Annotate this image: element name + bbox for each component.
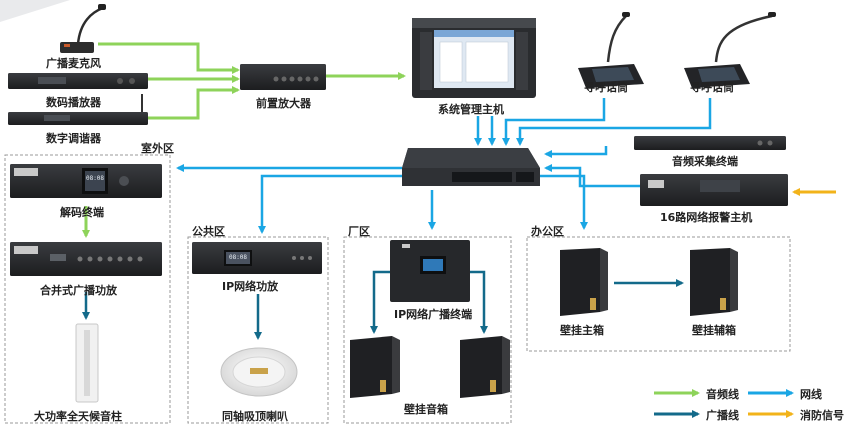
- digital-tuner: [8, 94, 148, 125]
- system-host: [412, 18, 536, 98]
- zone-public-label: 公共区: [192, 225, 225, 238]
- wall-aux-speaker: [690, 248, 738, 316]
- corner-decoration: [0, 0, 70, 22]
- zone-factory-box: [343, 236, 512, 424]
- label-mixer-amp: 合并式广播功放: [40, 284, 117, 297]
- mixer-amplifier: [10, 242, 162, 276]
- digital-player: [8, 73, 148, 89]
- ceiling-speaker: [220, 347, 298, 397]
- label-digital-tuner: 数字调谐器: [46, 132, 101, 145]
- net-line-paging2: [516, 98, 712, 146]
- net-line-public: [258, 174, 402, 234]
- label-decoder: 解码终端: [60, 206, 104, 219]
- wall-speaker-right: [460, 336, 510, 398]
- label-ceiling-speaker: 同轴吸顶喇叭: [222, 410, 288, 423]
- zone-outdoor-label: 室外区: [141, 142, 174, 155]
- paging-mic-1: [578, 12, 644, 88]
- wall-speaker-left: [350, 336, 400, 398]
- label-paging-mic-2: 寻呼话筒: [690, 81, 734, 94]
- ip-broadcast-terminal: [390, 240, 470, 302]
- column-speaker: [75, 323, 99, 403]
- label-wall-aux: 壁挂辅箱: [692, 324, 736, 337]
- label-wall-speakers: 壁挂音箱: [404, 403, 448, 416]
- label-pre-amplifier: 前置放大器: [256, 97, 311, 110]
- audio-line-mic: [98, 42, 240, 74]
- label-alarm-host: 16路网络报警主机: [660, 211, 753, 224]
- audio-collect-terminal: [634, 136, 786, 150]
- net-line-audio-collect: [544, 146, 608, 158]
- zone-factory-label: 厂区: [348, 225, 370, 238]
- net-line-office: [540, 174, 588, 230]
- legend-network-label: 网线: [800, 388, 822, 401]
- label-ip-amp: IP网络功放: [222, 280, 279, 293]
- net-line-paging1: [502, 98, 606, 146]
- paging-mic-2: [684, 12, 776, 88]
- pre-amplifier: [240, 64, 326, 90]
- label-paging-mic-1: 寻呼话筒: [584, 81, 628, 94]
- network-switch: [402, 148, 540, 186]
- zone-public-box: [187, 236, 329, 424]
- zone-office-box: [526, 236, 791, 352]
- label-digital-player: 数码播放器: [46, 96, 101, 109]
- legend: [654, 389, 794, 418]
- label-wall-main: 壁挂主箱: [560, 324, 604, 337]
- wall-main-speaker: [560, 248, 608, 316]
- zone-outdoor-box: [4, 154, 171, 424]
- ip-network-amp: [192, 242, 322, 274]
- bc-line-terminal-right: [470, 270, 488, 334]
- decoder-screen-clock: 08:08: [85, 175, 105, 182]
- label-broadcast-mic: 广播麦克风: [46, 57, 101, 70]
- label-ip-terminal: IP网络广播终端: [394, 308, 473, 321]
- zone-office-label: 办公区: [531, 225, 564, 238]
- label-system-host: 系统管理主机: [438, 103, 504, 116]
- label-column-speaker: 大功率全天候音柱: [34, 410, 122, 423]
- decoder-terminal: [10, 164, 162, 198]
- broadcast-mic: [60, 4, 106, 53]
- legend-audio-label: 音频线: [706, 388, 739, 401]
- bc-line-terminal-left: [370, 270, 390, 334]
- legend-fire-label: 消防信号: [800, 409, 844, 422]
- alarm-host: [640, 174, 788, 206]
- audio-line-tuner: [148, 86, 240, 120]
- label-audio-collect: 音频采集终端: [672, 155, 738, 168]
- ip-amp-screen-clock: 08:08: [228, 254, 248, 261]
- legend-broadcast-label: 广播线: [706, 409, 739, 422]
